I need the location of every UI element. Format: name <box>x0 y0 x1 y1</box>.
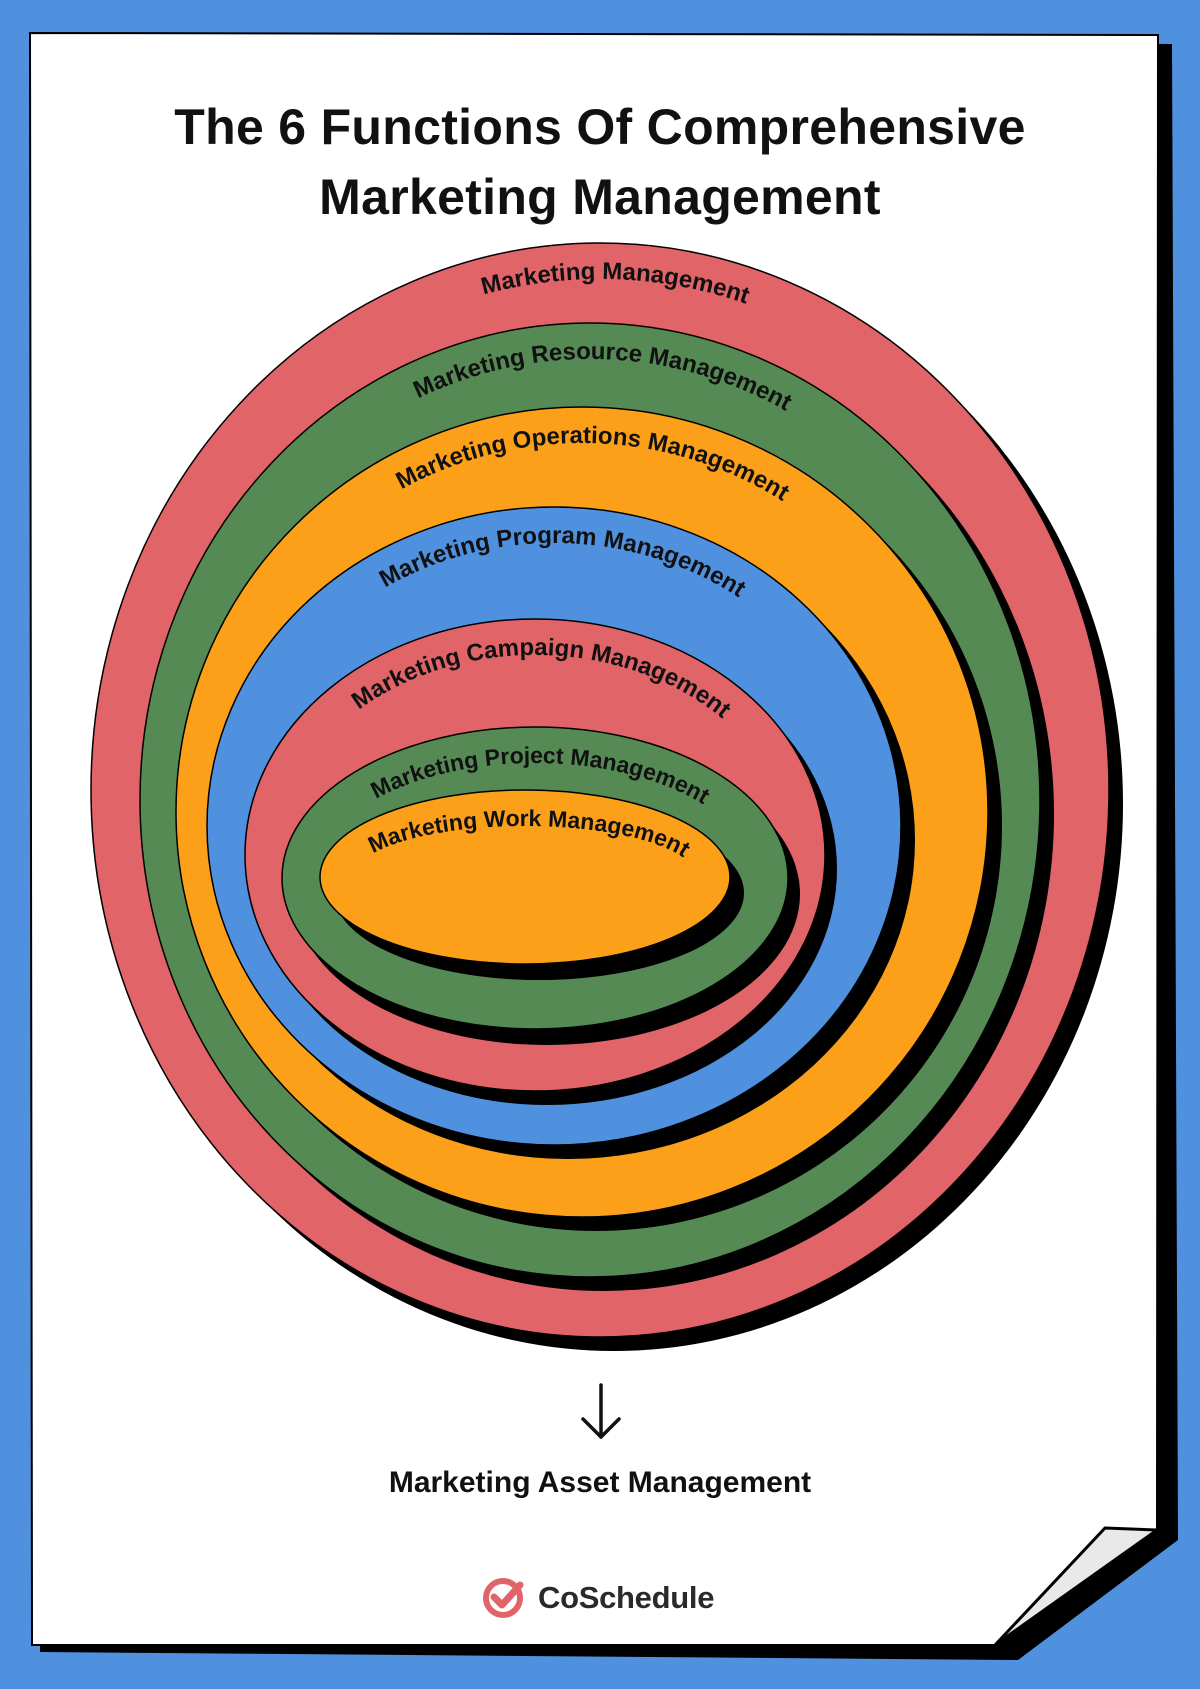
brand-name: CoSchedule <box>538 1580 715 1615</box>
ring-ellipse <box>319 789 731 965</box>
page-curl-icon <box>993 1526 1159 1647</box>
asset-management-label: Marketing Asset Management <box>388 1466 812 1499</box>
check-circle-icon <box>483 1578 524 1618</box>
title-line-2: Marketing Management <box>319 169 881 225</box>
arrow-down-icon <box>581 1383 621 1439</box>
title-line-1: The 6 Functions Of Comprehensive <box>174 99 1026 155</box>
page-title: The 6 Functions Of Comprehensive Marketi… <box>60 92 1140 232</box>
brand-logo: CoSchedule <box>480 1571 714 1625</box>
